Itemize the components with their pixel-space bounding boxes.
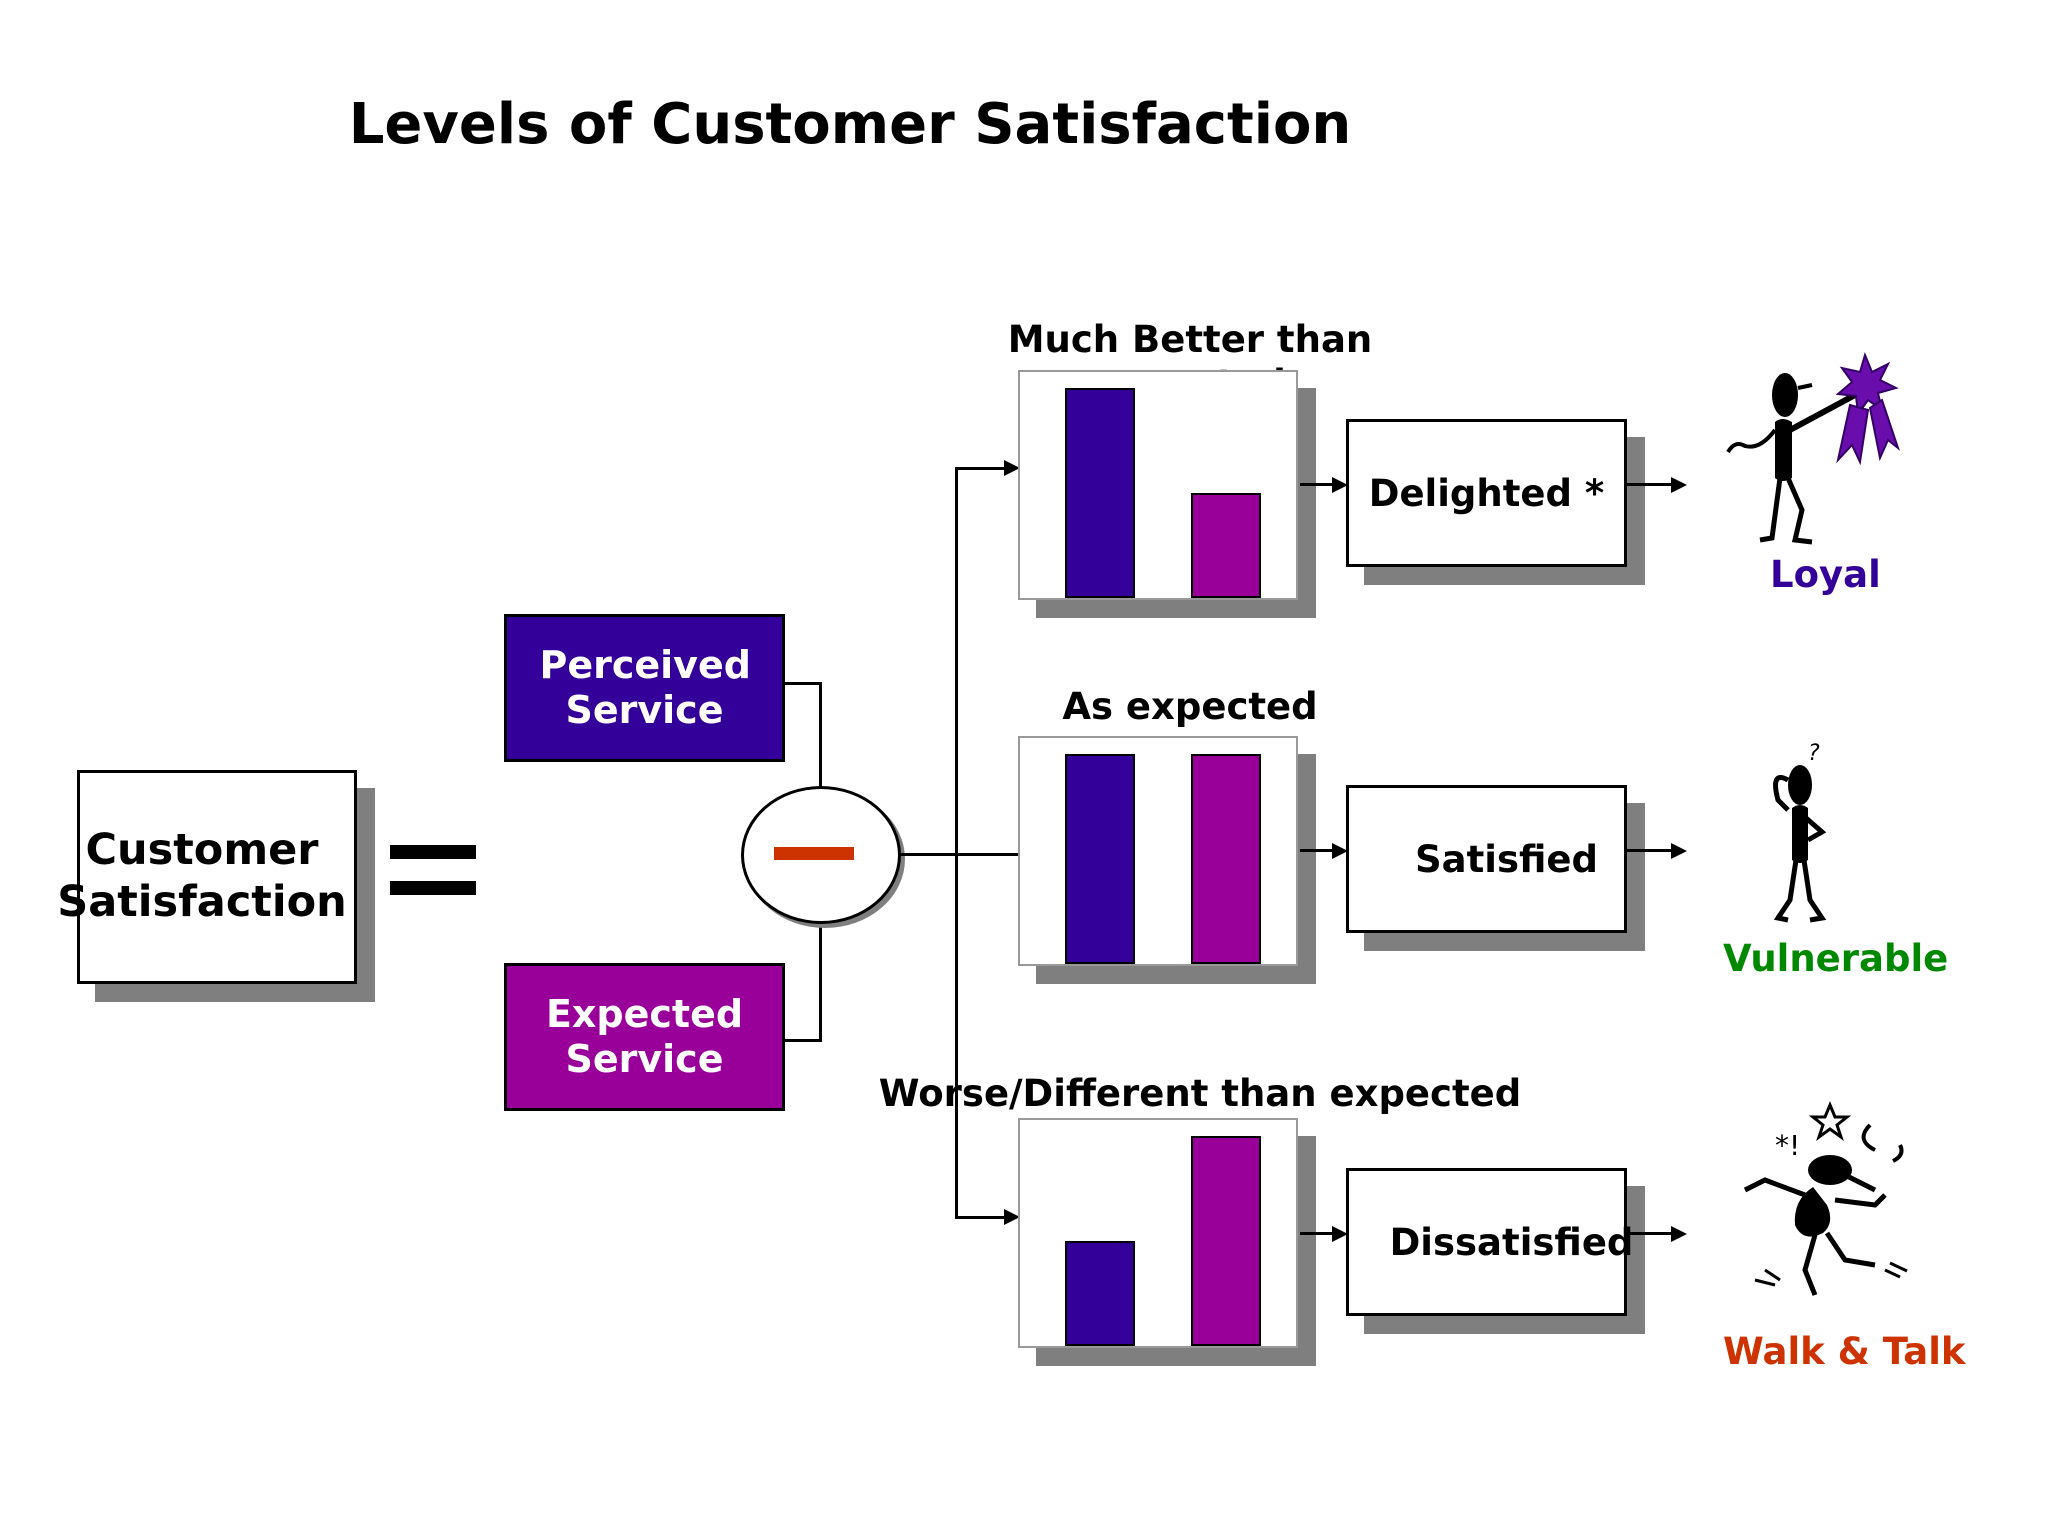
- svg-text:*!: *!: [1775, 1129, 1800, 1162]
- arrow-result-to-outcome-2: [1627, 849, 1675, 852]
- comparison-chart-worse: [1018, 1118, 1298, 1348]
- chart-label-as-expected: As expected: [1062, 685, 1318, 728]
- branch-top-h: [955, 467, 1011, 470]
- result-label: Satisfied: [1414, 837, 1598, 881]
- page-title: Levels of Customer Satisfaction: [348, 92, 1352, 157]
- expected-service-box: Expected Service: [504, 963, 785, 1111]
- perceived-service-label: Perceived Service: [539, 643, 751, 732]
- arrow-result-to-outcome-1: [1627, 483, 1675, 486]
- arrow-chart-to-result-3: [1300, 1232, 1336, 1235]
- bar-perceived: [1065, 388, 1135, 598]
- arrowhead-chart-to-result-1: [1332, 477, 1348, 493]
- branch-bottom-arrowhead: [1004, 1209, 1020, 1225]
- minus-sign: [774, 847, 854, 860]
- branch-trunk-h: [901, 853, 1021, 856]
- result-box-satisfied: Satisfied: [1346, 785, 1627, 933]
- arrowhead-chart-to-result-2: [1332, 843, 1348, 859]
- bar-perceived: [1065, 1241, 1135, 1346]
- branch-top-arrowhead: [1004, 460, 1020, 476]
- svg-text:?: ?: [1808, 741, 1820, 766]
- connector-perceived-v: [819, 682, 822, 788]
- bar-perceived: [1065, 754, 1135, 964]
- angry-figure-icon: *!: [1743, 1101, 1908, 1296]
- perceived-service-box: Perceived Service: [504, 614, 785, 762]
- branch-vertical: [955, 467, 958, 1219]
- customer-satisfaction-box: Customer Satisfaction: [57, 770, 357, 984]
- outcome-label: Walk & Talk: [1723, 1330, 1966, 1373]
- chart-label-worse: Worse/Different than expected: [878, 1072, 1522, 1115]
- outcome-label: Vulnerable: [1723, 937, 1949, 980]
- arrowhead-chart-to-result-3: [1332, 1226, 1348, 1242]
- expected-service-label: Expected Service: [545, 992, 744, 1081]
- bar-expected: [1191, 493, 1261, 598]
- customer-satisfaction-label: Customer Satisfaction: [57, 825, 347, 927]
- arrowhead-result-to-outcome-3: [1671, 1226, 1687, 1242]
- arrow-result-to-outcome-3: [1627, 1232, 1675, 1235]
- arrowhead-result-to-outcome-2: [1671, 843, 1687, 859]
- connector-expected-v: [819, 922, 822, 1042]
- connector-expected-h: [785, 1039, 821, 1042]
- minus-operator-circle: [741, 786, 901, 924]
- puzzled-figure-icon: ?: [1773, 741, 1827, 923]
- comparison-chart-as-expected: [1018, 736, 1298, 966]
- result-label: Dissatisfied: [1389, 1220, 1634, 1264]
- arrow-chart-to-result-2: [1300, 849, 1336, 852]
- outcome-label: Loyal: [1770, 553, 1881, 596]
- arrow-chart-to-result-1: [1300, 483, 1336, 486]
- bar-expected: [1191, 754, 1261, 964]
- comparison-chart-better: [1018, 370, 1298, 600]
- result-box-delighted: Delighted *: [1346, 419, 1627, 567]
- branch-bottom-h: [955, 1216, 1011, 1219]
- equals-sign: [390, 845, 476, 917]
- result-box-dissatisfied: Dissatisfied: [1346, 1168, 1633, 1316]
- result-label: Delighted *: [1368, 471, 1605, 515]
- bar-expected: [1191, 1136, 1261, 1346]
- celebrating-figure-with-ribbon-icon: [1726, 351, 1900, 545]
- connector-perceived-h: [785, 682, 821, 685]
- arrowhead-result-to-outcome-1: [1671, 477, 1687, 493]
